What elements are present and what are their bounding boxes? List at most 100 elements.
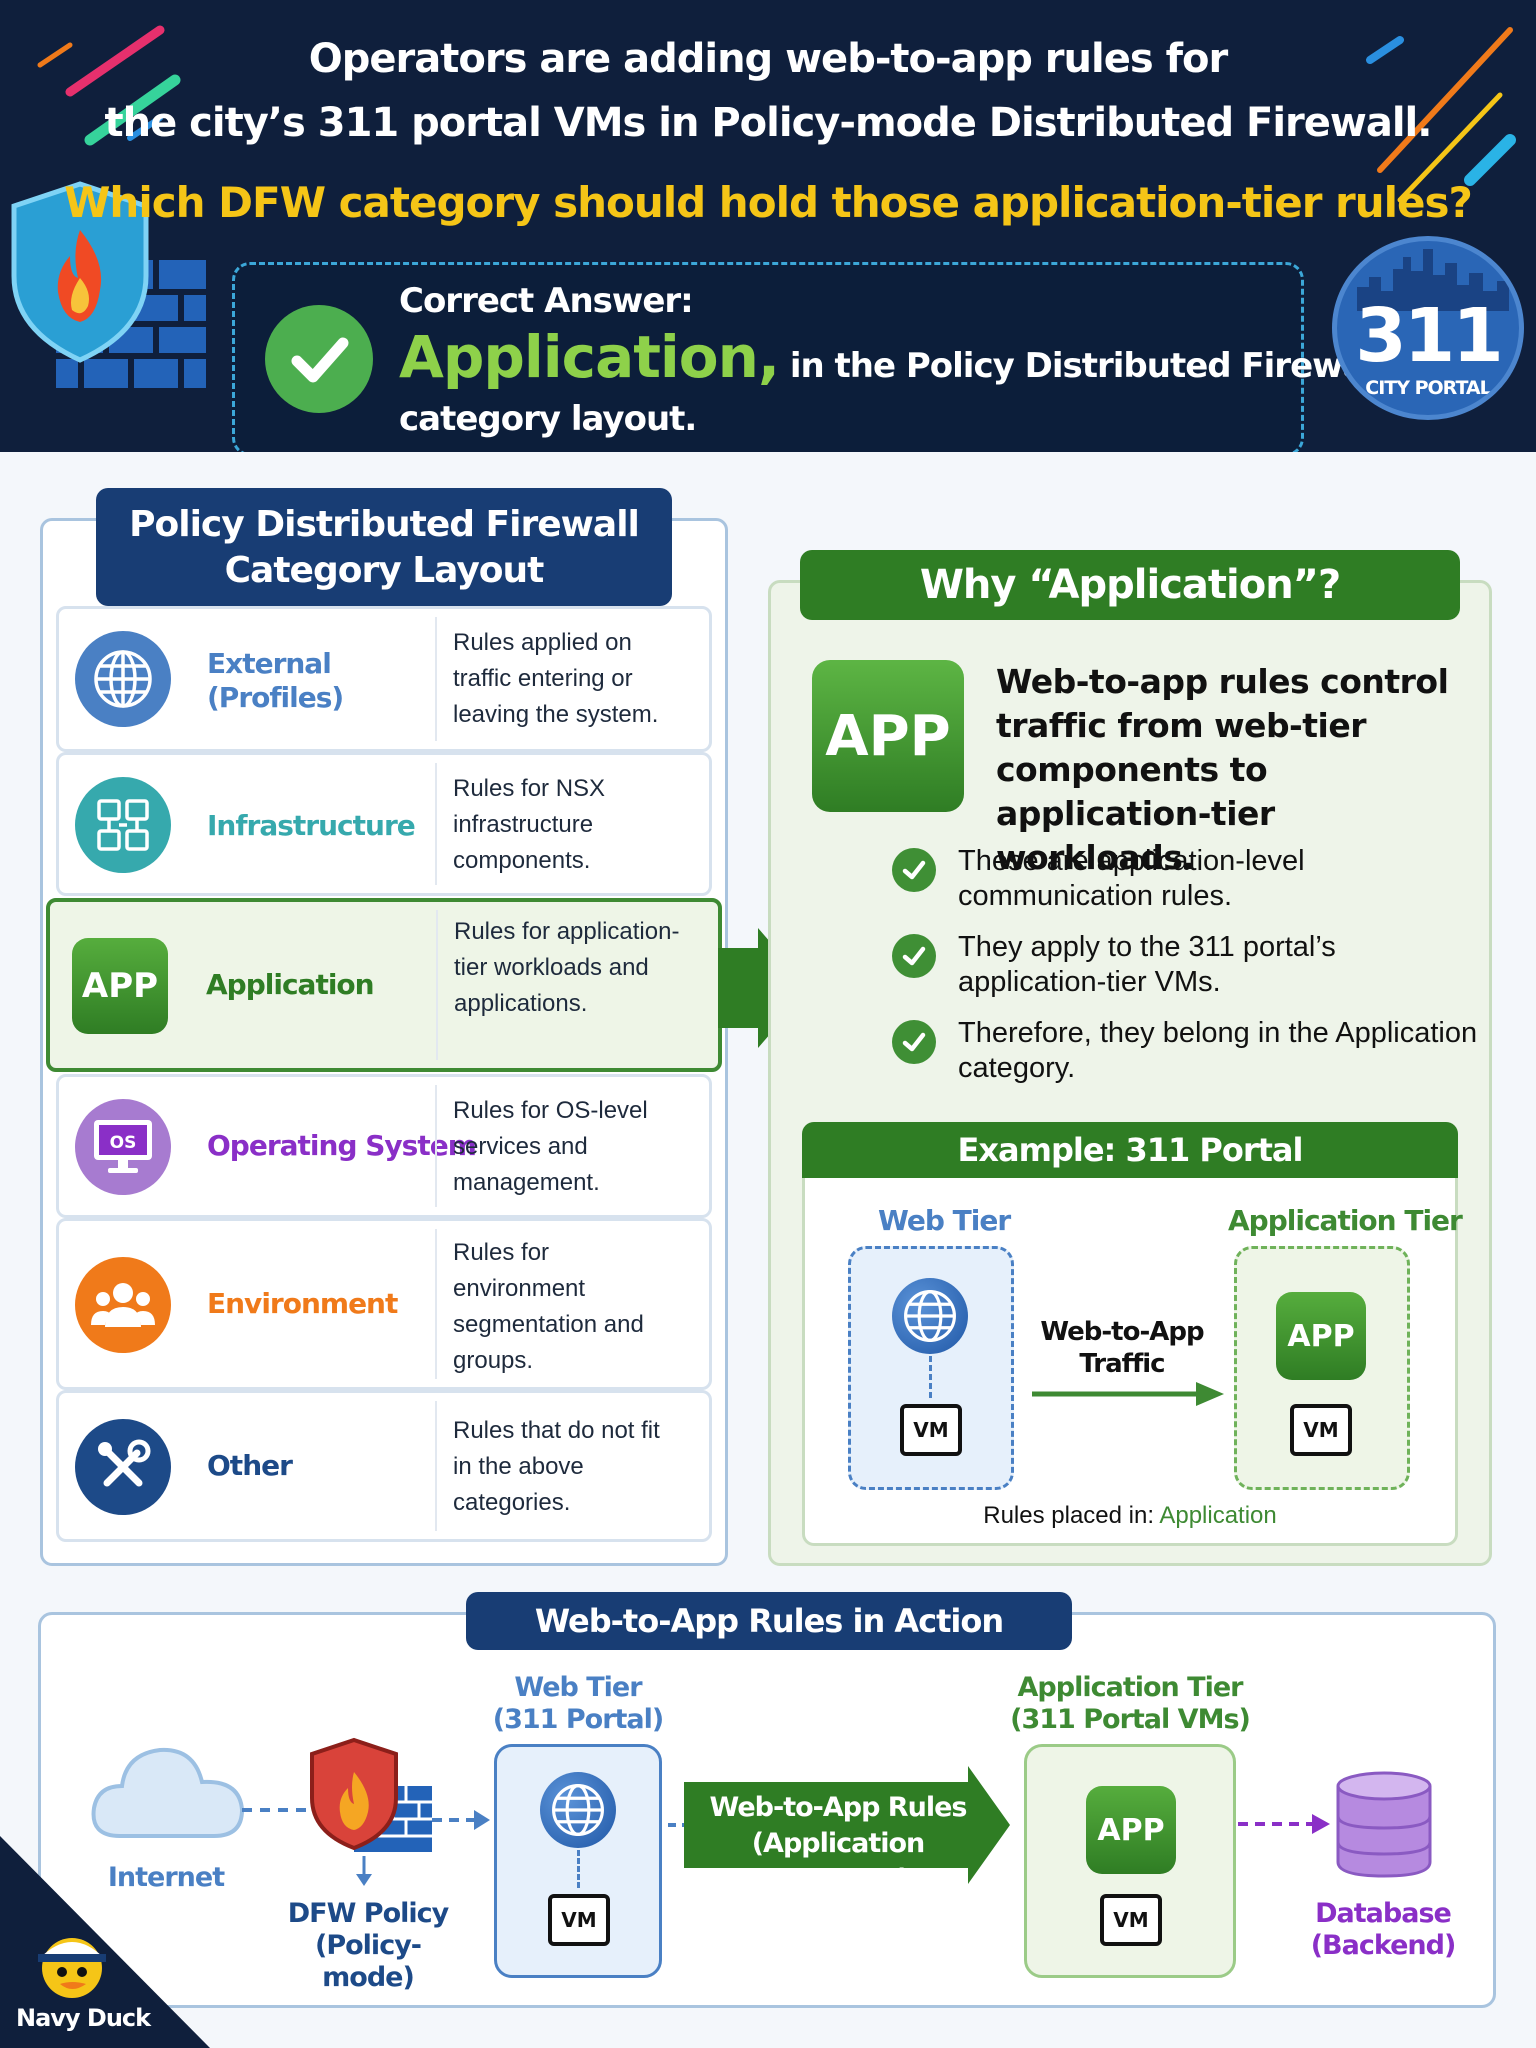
app-badge-icon: APP: [812, 660, 964, 812]
traffic-label-line: Web-to-App: [1040, 1317, 1204, 1347]
category-row-other: Other Rules that do not fit in the above…: [56, 1390, 712, 1542]
category-row-environment: Environment Rules for environment segmen…: [56, 1218, 712, 1390]
arrow-right-icon: [432, 1810, 490, 1830]
mascot-corner-badge: [0, 1836, 210, 2048]
web-to-app-traffic-label: Web-to-App Traffic: [1030, 1316, 1214, 1380]
example-title: Example: 311 Portal: [802, 1122, 1458, 1178]
category-name-application: Application: [206, 968, 375, 1001]
why-bullet-text: Therefore, they belong in the Applicatio…: [958, 1017, 1478, 1084]
divider: [435, 1085, 437, 1207]
vm-icon: VM: [1100, 1894, 1162, 1946]
app-tier-label-line: Application Tier: [1017, 1672, 1244, 1703]
flow-app-tier-label: Application Tier (311 Portal VMs): [1010, 1672, 1251, 1736]
web-tier-label-line: (311 Portal): [492, 1704, 664, 1735]
why-bullet-text: They apply to the 311 portal’s applicati…: [958, 931, 1336, 998]
why-intro: Web-to-app rules control traffic from we…: [996, 662, 1449, 877]
category-desc-infrastructure: Rules for NSX infrastructure components.: [453, 775, 606, 874]
city-portal-badge: 311 CITY PORTAL: [1332, 236, 1524, 420]
internet-label: Internet: [107, 1862, 225, 1893]
question-line-3: Which DFW category should hold those app…: [64, 178, 1473, 227]
question-line-1: Operators are adding web-to-app rules fo…: [308, 36, 1228, 82]
dfw-label-line: (Policy-mode): [315, 1930, 422, 1993]
category-desc-external: Rules applied on traffic entering or lea…: [453, 629, 659, 728]
header-banner: Operators are adding web-to-app rules fo…: [0, 0, 1536, 452]
mascot-label: Navy Duck: [16, 2004, 151, 2032]
app-tier-label-line: (311 Portal VMs): [1010, 1704, 1251, 1735]
category-name-operating-system: Operating System: [207, 1129, 477, 1162]
vm-icon: VM: [900, 1404, 962, 1456]
monitor-os-icon: OS: [75, 1099, 171, 1195]
category-name-line: External: [207, 647, 332, 680]
divider: [435, 1229, 437, 1379]
rules-placed-in: Rules placed in: Application: [802, 1502, 1458, 1530]
vm-icon: VM: [1290, 1404, 1352, 1456]
answer-main: Application, in the Policy Distributed F…: [399, 323, 1387, 391]
answer-line-2: category layout.: [399, 399, 697, 439]
web-tier-label: Web Tier: [878, 1204, 1011, 1237]
check-icon: [892, 934, 936, 978]
badge-number: 311: [1355, 293, 1503, 379]
divider: [435, 617, 437, 741]
infrastructure-icon: [75, 777, 171, 873]
people-group-icon: [75, 1257, 171, 1353]
category-name-line: (Profiles): [207, 681, 344, 714]
category-desc-environment: Rules for environment segmentation and g…: [453, 1239, 644, 1374]
category-layout-title: Policy Distributed Firewall Category Lay…: [96, 488, 672, 606]
answer-label: Correct Answer:: [399, 281, 694, 321]
dfw-policy-label: DFW Policy (Policy-mode): [270, 1898, 466, 1994]
flow-web-tier-label: Web Tier (311 Portal): [478, 1672, 678, 1736]
category-row-operating-system: OS Operating System Rules for OS-level s…: [56, 1074, 712, 1218]
rules-in-action-title: Web-to-App Rules in Action: [466, 1592, 1072, 1650]
globe-icon: [75, 631, 171, 727]
category-name-external: External (Profiles): [207, 647, 344, 715]
category-name-other: Other: [207, 1449, 293, 1482]
arrow-right-icon: [718, 928, 810, 1048]
why-bullet-text: These are application-level communicatio…: [958, 845, 1305, 912]
firewall-shield-icon: [310, 1737, 432, 1852]
app-icon: APP: [1276, 1292, 1366, 1380]
why-title: Why “Application”?: [800, 550, 1460, 620]
database-icon: [1336, 1771, 1432, 1878]
answer-suffix: in the Policy Distributed Firewall: [778, 346, 1387, 386]
question-line-2: the city’s 311 portal VMs in Policy-mode…: [104, 100, 1433, 146]
database-label-line: (Backend): [1310, 1930, 1457, 1961]
category-name-infrastructure: Infrastructure: [207, 809, 416, 842]
globe-icon: [892, 1278, 968, 1354]
category-row-application: APP Application Rules for application-ti…: [46, 898, 722, 1072]
check-icon: [892, 848, 936, 892]
category-title-line-2: Category Layout: [224, 550, 545, 591]
web-tier-label-line: Web Tier: [514, 1672, 642, 1703]
correct-answer-box: Correct Answer: Application, in the Poli…: [232, 262, 1387, 452]
category-row-infrastructure: Infrastructure Rules for NSX infrastruct…: [56, 752, 712, 896]
connector-line: [577, 1850, 580, 1888]
divider: [435, 763, 437, 885]
globe-icon: [540, 1772, 616, 1848]
web-to-app-rules-label: Web-to-App Rules (Application Category): [688, 1790, 988, 1898]
traffic-label-line: Traffic: [1079, 1349, 1165, 1379]
check-icon: [265, 305, 373, 413]
divider: [436, 910, 438, 1060]
database-label: Database (Backend): [1298, 1898, 1468, 1962]
check-icon: [892, 1020, 936, 1064]
category-desc-application: Rules for application-tier workloads and…: [454, 918, 680, 1017]
divider: [435, 1401, 437, 1531]
category-desc-other: Rules that do not fit in the above categ…: [453, 1417, 660, 1516]
cloud-icon: [91, 1747, 245, 1838]
rules-placed-prefix: Rules placed in:: [983, 1502, 1160, 1529]
arrow-right-icon: [1238, 1814, 1330, 1834]
rules-label-line: (Application Category): [751, 1828, 926, 1895]
firewall-shield-icon: [11, 181, 206, 388]
category-name-environment: Environment: [207, 1287, 398, 1320]
category-row-external: External (Profiles) Rules applied on tra…: [56, 606, 712, 752]
app-icon: APP: [72, 938, 168, 1034]
big-arrow-right-icon: [668, 1766, 1010, 1884]
city-skyline-icon: [1357, 249, 1509, 311]
vm-icon: VM: [548, 1894, 610, 1946]
answer-main-text: Application,: [399, 323, 780, 391]
app-icon: APP: [1086, 1786, 1176, 1874]
category-desc-operating-system: Rules for OS-level services and manageme…: [453, 1097, 648, 1196]
category-title-line-1: Policy Distributed Firewall: [129, 504, 640, 545]
dashed-connector: [242, 1808, 312, 1812]
rules-label-line: Web-to-App Rules: [709, 1792, 968, 1823]
application-tier-label: Application Tier: [1228, 1204, 1463, 1237]
